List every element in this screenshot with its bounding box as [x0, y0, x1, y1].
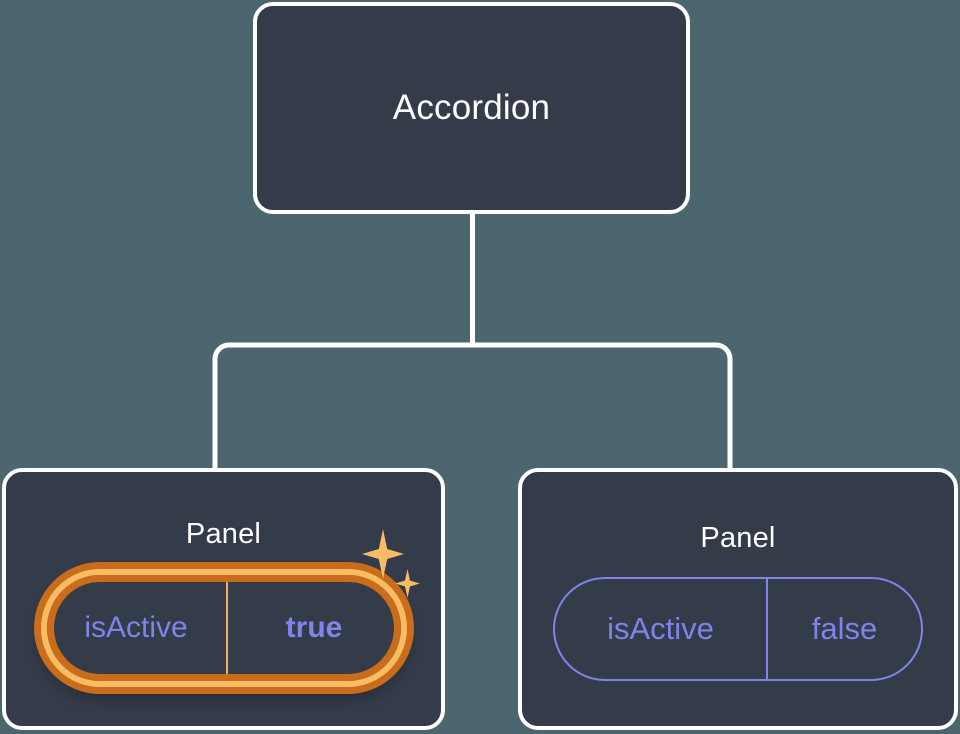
node-accordion[interactable]: Accordion: [253, 2, 690, 214]
connector-branch-right: [472, 342, 733, 470]
prop-key-label: isActive: [555, 579, 768, 679]
prop-key-label: isActive: [47, 575, 228, 681]
prop-pill-isactive-true[interactable]: isActive true: [40, 569, 407, 687]
node-panel-active[interactable]: Panel isActive true: [2, 468, 445, 730]
node-panel-inactive[interactable]: Panel isActive false: [518, 468, 958, 730]
sparkle-icon-small: [395, 569, 420, 598]
sparkle-icon-large: [362, 529, 404, 579]
prop-value-label: false: [811, 611, 878, 646]
node-panel-active-title: Panel: [185, 518, 262, 550]
connector-branch-left: [212, 342, 473, 470]
sparkle-group: [362, 529, 424, 598]
prop-pill-isactive-false[interactable]: isActive false: [553, 577, 923, 681]
node-accordion-title: Accordion: [392, 88, 551, 127]
prop-pill-wrapper-inactive: isActive false: [522, 577, 954, 681]
prop-pill-wrapper-active: isActive true: [6, 529, 441, 687]
node-panel-inactive-title: Panel: [700, 522, 776, 554]
prop-value-label: true: [285, 611, 343, 644]
